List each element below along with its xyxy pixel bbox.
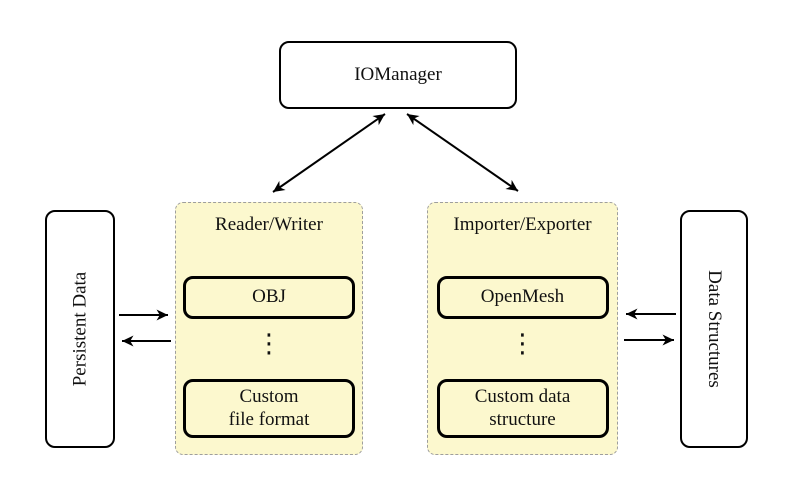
custom-file-format-line2: file format <box>228 408 310 430</box>
custom-file-format-line1: Custom <box>239 385 299 407</box>
node-obj: OBJ <box>183 276 355 319</box>
vdots-reader-writer: ⋮ <box>256 329 282 359</box>
custom-data-structure-line2: structure <box>489 408 556 430</box>
group-importer-exporter-title: Importer/Exporter <box>453 214 592 235</box>
node-openmesh-label: OpenMesh <box>480 286 565 308</box>
arrow-iomanager-importerexporter <box>406 113 519 192</box>
group-importer-exporter: Importer/Exporter OpenMesh ⋮ Custom data… <box>427 202 618 455</box>
vdots-importer-exporter: ⋮ <box>509 329 536 359</box>
persistent-data-label: Persistent Data <box>69 271 91 387</box>
node-persistent-data: Persistent Data <box>45 210 115 448</box>
group-reader-writer-title: Reader/Writer <box>215 214 323 235</box>
node-custom-file-format: Custom file format <box>183 379 355 438</box>
node-custom-data-structure: Custom data structure <box>436 379 609 438</box>
iomanager-label: IOManager <box>354 64 442 85</box>
custom-data-structure-line1: Custom data <box>474 385 571 407</box>
node-openmesh: OpenMesh <box>436 276 609 319</box>
node-obj-label: OBJ <box>252 286 286 308</box>
arrow-iomanager-readerwriter <box>272 113 386 193</box>
node-data-structures: Data Structures <box>680 210 748 448</box>
data-structures-label: Data Structures <box>704 270 725 388</box>
node-iomanager: IOManager <box>279 41 517 109</box>
group-reader-writer: Reader/Writer OBJ ⋮ Custom file format <box>175 202 363 455</box>
